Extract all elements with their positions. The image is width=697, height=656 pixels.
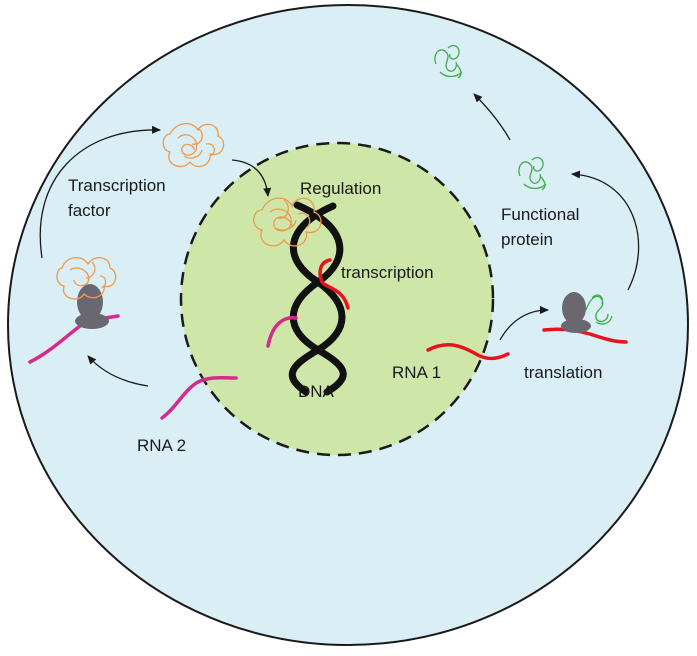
- label-functional-protein-line1: Functional: [501, 205, 580, 224]
- dna-helix: [288, 201, 347, 396]
- nascent-protein: [585, 294, 613, 325]
- functional-protein-mid: [518, 156, 547, 191]
- transcription-factor-on-ribosome: [56, 257, 117, 300]
- rna2-strand: [160, 375, 238, 420]
- rna1-on-ribosome: [542, 327, 628, 344]
- rna2-nuclear: [266, 316, 298, 348]
- ribosome-right: [561, 292, 591, 333]
- label-dna: DNA: [298, 382, 334, 401]
- arrow-ribosome-to-protein: [571, 170, 640, 291]
- label-rna1: RNA 1: [392, 363, 442, 382]
- arrow-rna1-to-ribosome: [499, 306, 549, 341]
- rna1-strand: [426, 343, 510, 361]
- label-transcription-factor-line2: factor: [68, 201, 111, 220]
- arrow-ribosome-to-tf: [39, 125, 161, 259]
- nascent-rna: [318, 258, 350, 310]
- functional-protein-top: [434, 44, 463, 79]
- label-transcription: transcription: [341, 263, 434, 282]
- transcription-factor-free: [162, 123, 225, 168]
- label-transcription-factor-line1: Transcription: [68, 176, 166, 195]
- label-rna2: RNA 2: [137, 436, 187, 455]
- arrow-rna2-to-ribosome: [87, 355, 149, 387]
- label-regulation: Regulation: [300, 179, 382, 198]
- transcription-factor-on-dna: [253, 197, 322, 247]
- arrow-tf-to-dna: [231, 159, 272, 197]
- ribosome-left: [75, 284, 109, 329]
- label-translation: translation: [524, 363, 603, 382]
- arrow-protein-upward: [473, 93, 511, 141]
- label-functional-protein-line2: protein: [501, 230, 553, 249]
